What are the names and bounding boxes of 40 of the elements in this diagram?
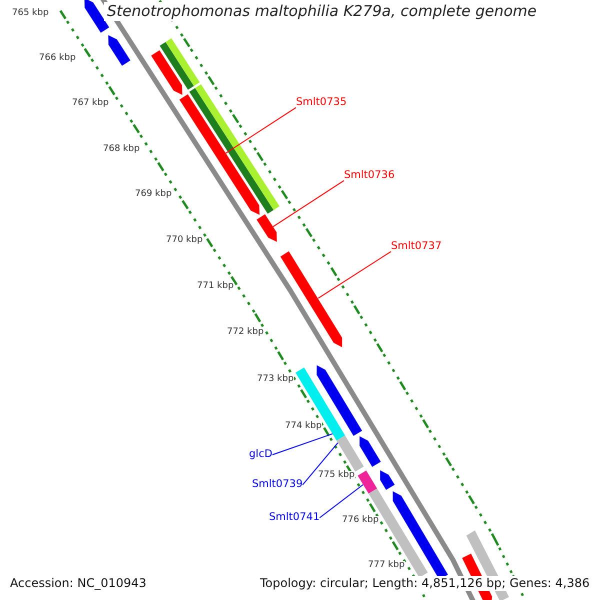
position-label: 776 kbp bbox=[342, 516, 379, 526]
leader-line bbox=[225, 107, 296, 154]
gene-feature bbox=[256, 214, 277, 242]
gene-feature bbox=[358, 470, 378, 494]
leader-line bbox=[318, 251, 392, 299]
gene-label: glcD bbox=[249, 449, 272, 461]
genome-stats-text: Topology: circular; Length: 4,851,126 bp; Genes: 4,386 bbox=[258, 576, 592, 592]
position-label: 774 kbp bbox=[285, 422, 322, 432]
gene-feature bbox=[151, 50, 182, 95]
gene-feature bbox=[108, 35, 130, 66]
gene-label: Smlt0741 bbox=[269, 512, 320, 524]
accession-text: Accession: NC_010943 bbox=[8, 576, 148, 592]
position-label: 767 kbp bbox=[72, 99, 109, 109]
gene-feature bbox=[195, 84, 280, 210]
position-label: 772 kbp bbox=[227, 328, 264, 338]
gene-feature bbox=[360, 436, 381, 467]
position-label: 777 kbp bbox=[368, 561, 405, 571]
position-label: 773 kbp bbox=[257, 375, 294, 385]
leader-line bbox=[272, 180, 344, 228]
gene-label: Smlt0735 bbox=[296, 97, 347, 109]
position-label: 775 kbp bbox=[318, 471, 355, 481]
gene-label: Smlt0737 bbox=[391, 241, 442, 253]
gene-feature bbox=[380, 470, 395, 490]
leader-line bbox=[319, 484, 364, 518]
position-label: 770 kbp bbox=[166, 236, 203, 246]
position-label: 768 kbp bbox=[103, 145, 140, 155]
position-label: 765 kbp bbox=[12, 9, 49, 19]
gene-feature bbox=[189, 88, 274, 214]
position-label: 771 kbp bbox=[197, 282, 234, 292]
gene-label: Smlt0736 bbox=[344, 170, 395, 182]
gene-feature bbox=[160, 42, 194, 90]
position-label: 769 kbp bbox=[135, 190, 172, 200]
leader-line bbox=[272, 433, 333, 456]
position-label: 766 kbp bbox=[39, 54, 76, 64]
gene-feature bbox=[166, 38, 200, 86]
gene-feature bbox=[179, 94, 260, 215]
leader-line bbox=[302, 442, 338, 486]
gene-label: Smlt0739 bbox=[252, 479, 303, 491]
gene-feature bbox=[336, 436, 364, 472]
gene-feature bbox=[280, 251, 342, 348]
